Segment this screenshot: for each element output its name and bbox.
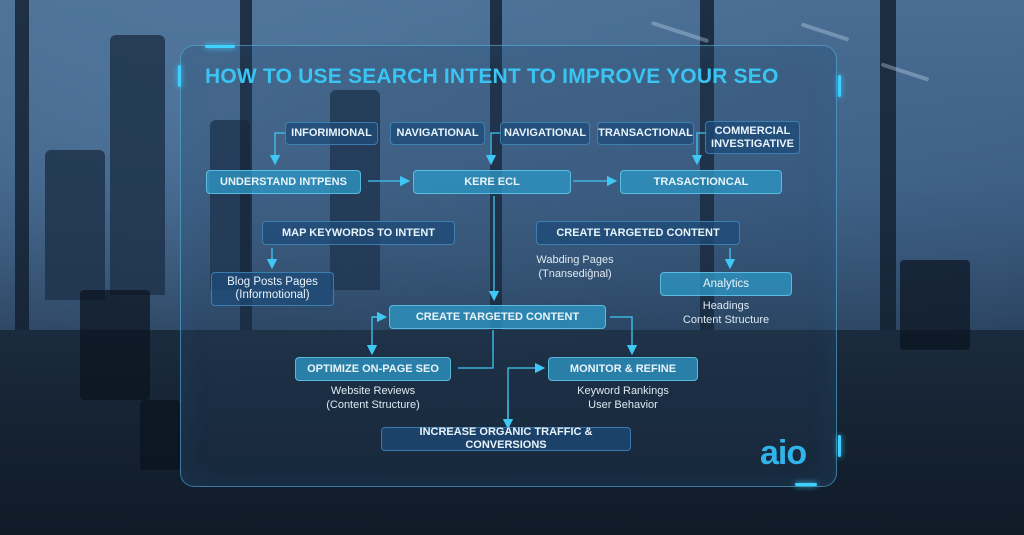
diagram-title: HOW TO USE SEARCH INTENT TO IMPROVE YOUR… <box>205 65 779 88</box>
panel-corner-glow <box>205 45 235 48</box>
intent-commercial-investigative: COMMERCIAL INVESTIGATIVE <box>705 121 800 154</box>
panel-corner-glow <box>838 435 841 457</box>
landing-pages-label: Wabding Pages (Tnansediĝnal) <box>536 254 614 280</box>
aio-logo: aio <box>760 434 807 472</box>
blog-posts-box: Blog Posts Pages (Informotional) <box>211 272 334 306</box>
monitor-refine-box: MONITOR & REFINE <box>548 357 698 381</box>
transactional-box: TRASACTIONCAL <box>620 170 782 194</box>
optimize-sub-label: Website Reviews (Content Structure) <box>326 385 420 411</box>
intent-informational: INFORIMIONAL <box>285 122 378 145</box>
panel-corner-glow <box>795 483 817 486</box>
monitor-sub-label: Keyword Rankings User Behavior <box>577 385 669 411</box>
increase-traffic-box: INCREASE ORGANIC TRAFFIC & CONVERSIONS <box>381 426 631 451</box>
map-keywords-box: MAP KEYWORDS TO INTENT <box>262 221 455 245</box>
panel-corner-glow <box>838 75 841 97</box>
intent-transactional: TRANSACTIONAL <box>597 122 694 145</box>
analytics-box: Analytics <box>660 272 792 296</box>
optimize-on-page-seo-box: OPTIMIZE ON-PAGE SEO <box>295 357 451 381</box>
center-hub-box: KERE ECL <box>413 170 571 194</box>
understand-intents-box: UNDERSTAND INTPENS <box>206 170 361 194</box>
analytics-sub-label: Headings Content Structure <box>682 300 770 326</box>
intent-navigational-1: NAVIGATIONAL <box>390 122 485 145</box>
intent-navigational-2: NAVIGATIONAL <box>500 122 590 145</box>
create-targeted-content-center-box: CREATE TARGETED CONTENT <box>389 305 606 329</box>
panel-corner-glow <box>178 65 181 87</box>
create-targeted-content-top-box: CREATE TARGETED CONTENT <box>536 221 740 245</box>
